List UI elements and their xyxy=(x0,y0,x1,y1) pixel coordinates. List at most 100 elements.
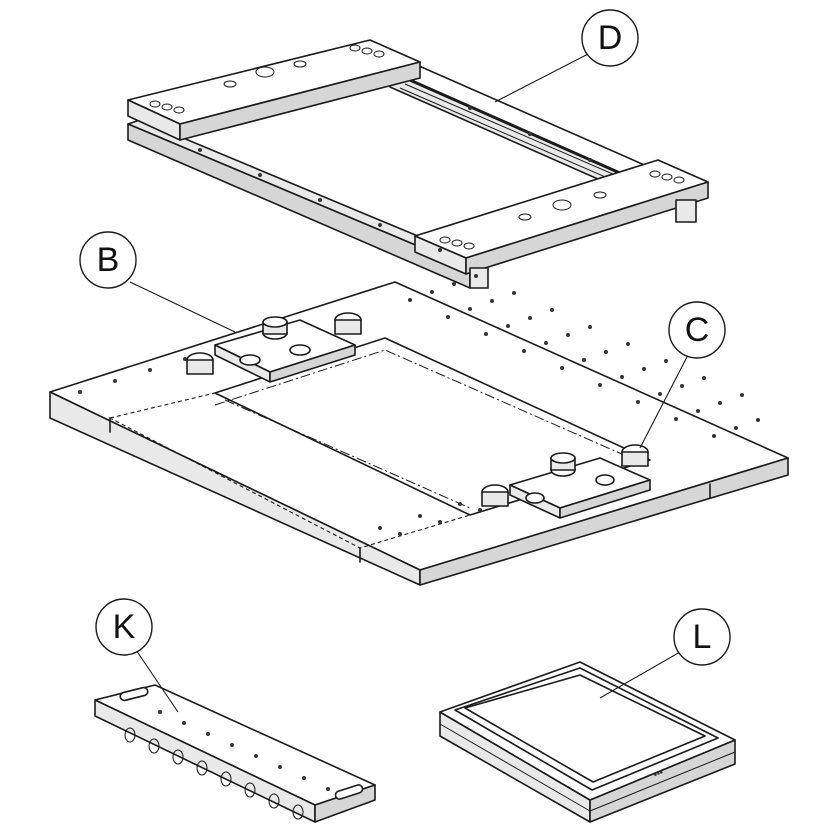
plate-hole xyxy=(588,325,592,329)
module-c-clamp xyxy=(481,491,509,507)
plate-hole xyxy=(636,400,640,404)
rail-holes xyxy=(124,710,330,820)
module-b-body-side xyxy=(269,344,356,383)
module-b-stud-top xyxy=(262,316,288,328)
callout-label-k: K xyxy=(113,608,136,646)
base-plate-centerline xyxy=(214,349,641,463)
plate-hole xyxy=(468,307,472,311)
leader-line-k xyxy=(135,649,179,713)
tray-layer-line xyxy=(439,723,591,812)
plate-hole xyxy=(734,426,738,430)
callout-label-d: D xyxy=(598,19,623,57)
base-plate-phantom-section xyxy=(108,392,472,549)
callout-label-l: L xyxy=(693,618,712,656)
plate-hole xyxy=(582,358,586,362)
plate-hole xyxy=(408,298,412,302)
plate-hole xyxy=(674,417,678,421)
plate-hole xyxy=(664,359,668,363)
plate-hole xyxy=(474,274,478,278)
callout-circle-l xyxy=(673,608,731,666)
frame-foot xyxy=(675,199,697,223)
rail-top-hole xyxy=(182,721,186,725)
plate-hole xyxy=(113,379,117,383)
rail-hole xyxy=(268,793,280,809)
frame-rail-slots xyxy=(399,83,646,193)
module-b-clamp xyxy=(334,319,362,335)
plate-hole xyxy=(756,418,760,422)
plate-hole xyxy=(398,532,402,536)
module-c-clamp xyxy=(525,492,545,504)
plate-hole xyxy=(148,368,152,372)
callout-l: L xyxy=(599,608,731,699)
plate-hole xyxy=(658,392,662,396)
leader-line-c xyxy=(639,354,689,449)
module-b-clamp xyxy=(239,354,261,366)
leader-line-b xyxy=(129,281,236,333)
module-b-clamp xyxy=(289,344,311,356)
rail-top-hole xyxy=(206,732,210,736)
plate-hole xyxy=(522,349,526,353)
rail-top-hole xyxy=(230,743,234,747)
rail-top-hole xyxy=(254,754,258,758)
plate-hole xyxy=(696,409,700,413)
plate-hole xyxy=(712,434,716,438)
plate-hole xyxy=(506,324,510,328)
tray-inner-floor xyxy=(464,674,706,783)
module-c-clamp xyxy=(595,474,615,486)
plate-hole xyxy=(702,376,706,380)
plate-hole xyxy=(452,282,456,286)
callout-circle-k xyxy=(95,598,153,656)
plate-hole xyxy=(620,375,624,379)
plate-hole xyxy=(642,367,646,371)
plate-hole xyxy=(378,526,382,530)
frame-holes xyxy=(149,44,685,252)
tray-brand-mark: ▪▪▪ xyxy=(652,767,665,780)
plate-hole xyxy=(566,333,570,337)
tray-layer-line xyxy=(589,751,736,812)
rail-slot xyxy=(334,784,364,800)
plate-hole xyxy=(680,384,684,388)
plate-hole xyxy=(183,357,187,361)
plate-hole xyxy=(512,291,516,295)
module-c-clamp xyxy=(621,451,649,467)
plate-hole xyxy=(718,401,722,405)
rail-top-hole xyxy=(302,776,306,780)
plate-hole xyxy=(478,508,482,512)
plate-hole xyxy=(484,332,488,336)
callout-c: C xyxy=(639,301,726,449)
rail-hole xyxy=(244,782,256,798)
callout-circle-c xyxy=(668,301,726,359)
plate-hole xyxy=(560,366,564,370)
frame-end-plate-right-side xyxy=(465,181,709,275)
leader-line-l xyxy=(599,651,681,699)
plate-hole xyxy=(438,520,442,524)
plate-hole xyxy=(626,342,630,346)
plate-hole xyxy=(740,393,744,397)
rail-top-hole xyxy=(326,787,330,791)
tray-stack: ▪▪▪ xyxy=(439,661,736,823)
callout-d: D xyxy=(494,9,639,103)
callout-b: B xyxy=(79,231,236,333)
plate-hole xyxy=(458,502,462,506)
callout-circle-d xyxy=(581,9,639,67)
rail-hole xyxy=(196,760,208,776)
clamping-module-c xyxy=(481,444,651,519)
module-c-body-side xyxy=(559,479,651,519)
callout-label-b: B xyxy=(97,241,120,279)
rail-slot xyxy=(119,686,149,702)
callout-label-c: C xyxy=(685,311,710,349)
frame-foot xyxy=(469,267,489,289)
plate-hole xyxy=(78,390,82,394)
frame-end-plate-left-side xyxy=(179,61,421,141)
rail-hole xyxy=(172,749,184,765)
rail-top-hole xyxy=(158,710,162,714)
base-plate-right xyxy=(419,457,789,586)
plate-hole xyxy=(446,315,450,319)
callout-k: K xyxy=(95,598,179,713)
leader-line-d xyxy=(494,51,593,103)
clamping-rail xyxy=(94,684,376,823)
plate-hole xyxy=(604,350,608,354)
rail-top-hole xyxy=(278,765,282,769)
